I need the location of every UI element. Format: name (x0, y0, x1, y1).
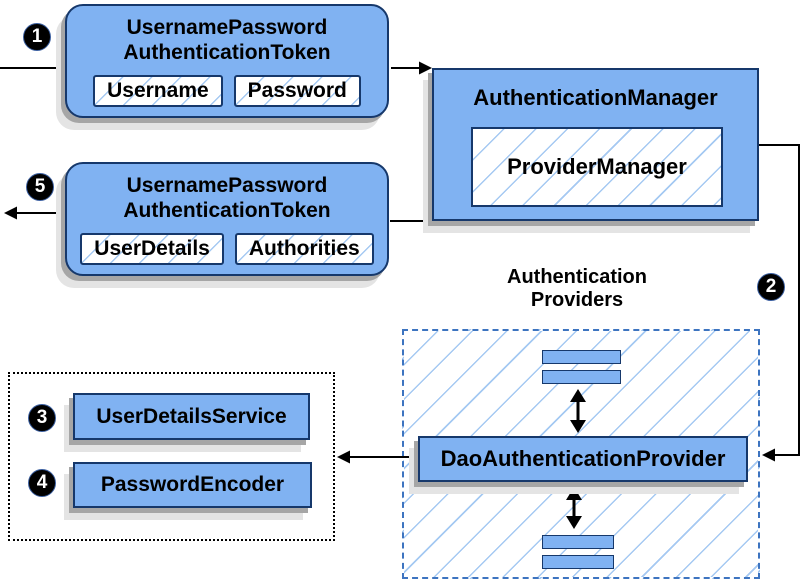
authentication-manager-title: AuthenticationManager (473, 85, 718, 110)
token-result-title-line1: UsernamePassword (126, 174, 328, 197)
arrowhead-into-dao-icon (762, 448, 775, 462)
password-encoder-box: PasswordEncoder (73, 462, 312, 508)
username-field: Username (93, 75, 223, 107)
arrowhead-into-services-icon (337, 450, 350, 464)
token-request-title: UsernamePassword AuthenticationToken (67, 15, 387, 65)
token-result-fields: UserDetails Authorities (67, 233, 387, 265)
token-result-title-line2: AuthenticationToken (123, 199, 331, 222)
provider-manager-box: ProviderManager (471, 127, 723, 207)
authentication-providers-label-line2: Providers (530, 289, 624, 311)
step-badge-1: 1 (23, 23, 51, 51)
authentication-manager-box: AuthenticationManager ProviderManager (432, 68, 759, 221)
userdetails-field: UserDetails (80, 233, 224, 265)
token-request-title-line2: AuthenticationToken (123, 41, 331, 64)
step-badge-2: 2 (757, 273, 785, 301)
arrowhead-result-out-icon (4, 206, 17, 220)
step-badge-4: 4 (28, 469, 56, 497)
dao-authentication-provider-box: DaoAuthenticationProvider (418, 436, 748, 482)
arrowhead-into-manager-icon (419, 61, 432, 75)
services-container (8, 372, 335, 541)
token-request-title-line1: UsernamePassword (126, 16, 328, 39)
step-badge-3: 3 (28, 404, 56, 432)
username-password-token-result: UsernamePassword AuthenticationToken Use… (65, 162, 389, 276)
token-request-fields: Username Password (67, 75, 387, 107)
username-password-token-request: UsernamePassword AuthenticationToken Use… (65, 4, 389, 118)
authorities-field: Authorities (234, 233, 374, 265)
provider-placeholder-bar-bottom-1 (542, 535, 614, 549)
provider-placeholder-bar-top-2 (542, 370, 621, 384)
provider-placeholder-bar-bottom-2 (542, 555, 614, 569)
user-details-service-box: UserDetailsService (73, 393, 310, 440)
authentication-providers-label-line1: Authentication (507, 266, 647, 288)
authentication-providers-label: Authentication Providers (477, 266, 677, 312)
token-result-title: UsernamePassword AuthenticationToken (67, 173, 387, 223)
step-badge-5: 5 (26, 173, 54, 201)
password-field: Password (233, 75, 361, 107)
provider-placeholder-bar-top-1 (542, 350, 621, 364)
